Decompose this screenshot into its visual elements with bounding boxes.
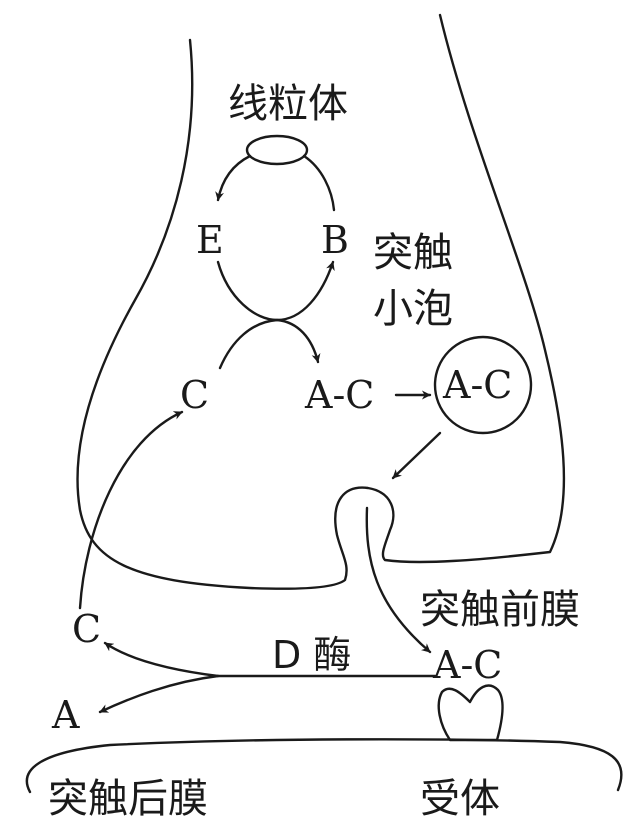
- a-label: A: [51, 693, 80, 737]
- postsynaptic-membrane-line: [25, 738, 623, 794]
- presynaptic-terminal-outline: [76, 13, 566, 590]
- arrow-release-to-receptor: [365, 506, 432, 654]
- d-enzyme-label: D 酶: [272, 633, 351, 677]
- vesicle-label-line2: 小泡: [373, 286, 453, 332]
- arrow-c-reuptake: [78, 410, 184, 610]
- synaptic-vesicle-shape: [433, 335, 533, 435]
- postsynaptic-membrane-label: 突触后膜: [48, 776, 208, 822]
- receptor-shape: [437, 684, 504, 742]
- ac-receptor-label: A-C: [432, 643, 502, 687]
- ac-vesicle-label: A-C: [442, 363, 512, 407]
- mitochondria-label: 线粒体: [228, 81, 348, 127]
- arrow-mito-to-e: [215, 154, 252, 202]
- arrow-e-to-b: [216, 260, 335, 322]
- arrow-hydrolysis-to-a: [98, 674, 220, 714]
- c-upper-label: C: [180, 373, 209, 417]
- mitochondria-shape: [245, 134, 309, 166]
- arrow-vesicle-to-membrane: [391, 431, 442, 480]
- c-lower-label: C: [72, 607, 101, 651]
- presynaptic-membrane-label: 突触前膜: [420, 587, 580, 633]
- receptor-label: 受体: [420, 776, 500, 822]
- b-label: B: [321, 218, 349, 262]
- ac-free-label: A-C: [304, 373, 374, 417]
- vesicle-label-line1: 突触: [373, 230, 453, 276]
- arrow-hydrolysis-to-c: [103, 641, 220, 678]
- arrow-c-to-ac: [218, 318, 321, 370]
- curve-mito-to-b: [302, 154, 336, 212]
- e-label: E: [196, 218, 224, 262]
